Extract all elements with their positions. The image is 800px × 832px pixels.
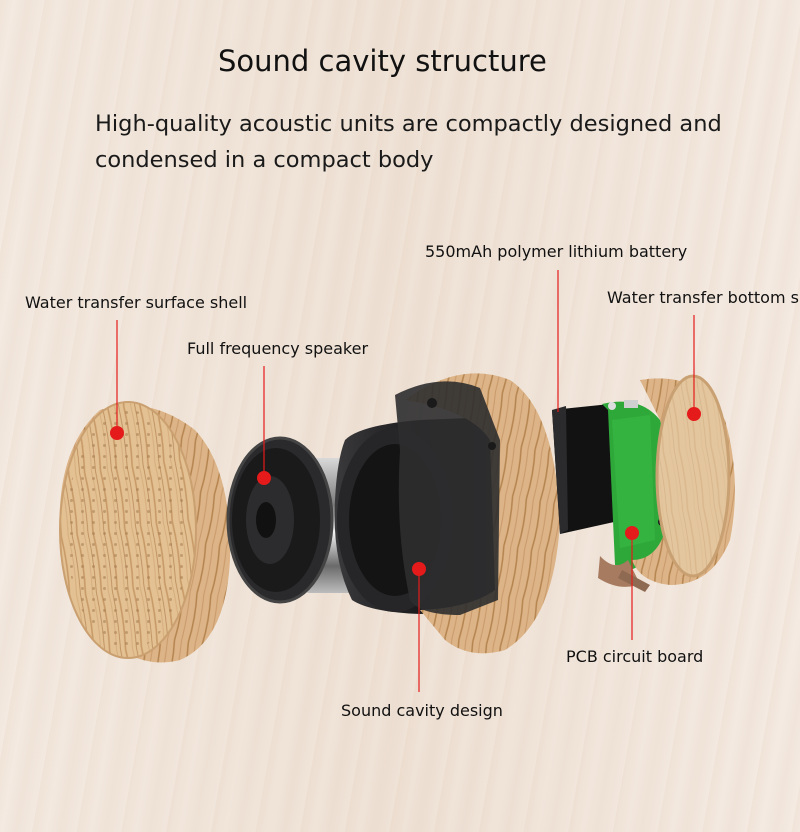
marker-surface: [110, 426, 124, 440]
pcb-part: [598, 400, 671, 592]
leader-lines: [116, 270, 695, 692]
battery-part: [552, 404, 614, 534]
page-title: Sound cavity structure: [218, 44, 547, 78]
marker-pcb: [625, 526, 639, 540]
label-surface-shell: Water transfer surface shell: [25, 293, 248, 312]
marker-bottom: [687, 407, 701, 421]
back-shell-part: [395, 373, 560, 654]
surface-shell-part: [59, 401, 231, 663]
marker-speaker: [257, 471, 271, 485]
label-pcb: PCB circuit board: [566, 647, 704, 666]
label-cavity: Sound cavity design: [341, 701, 503, 720]
marker-cavity: [412, 562, 426, 576]
markers: [110, 407, 701, 576]
label-battery: 550mAh polymer lithium battery: [425, 242, 688, 261]
speaker-part: [226, 436, 370, 604]
label-speaker: Full frequency speaker: [187, 339, 369, 358]
bottom-shell-part: [632, 374, 735, 585]
page-subtitle: High-quality acoustic units are compactl…: [95, 111, 722, 173]
label-bottom-shell: Water transfer bottom s: [607, 288, 799, 307]
